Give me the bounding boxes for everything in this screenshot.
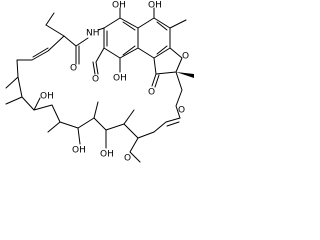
label-oh-top-left: OH [112, 1, 126, 11]
label-oh-chain-mid: OH [100, 150, 114, 160]
label-oh-ring-bottom: OH [113, 74, 127, 84]
bond-ring-b [137, 17, 171, 59]
bond-chain-ch3-1 [5, 96, 23, 105]
bond-ring-ch3 [169, 19, 187, 29]
bond-methoxy [129, 137, 141, 163]
rifamycin-structure: NH OH OH O O OH O O OH O OH OH O [5, 1, 194, 164]
bond-ring-b-inner [156, 21, 168, 55]
label-nh: NH [86, 29, 100, 39]
bond-ring-a [103, 17, 139, 59]
bond-chain-double [32, 47, 49, 58]
atom-labels: NH OH OH O O OH O O OH O OH OH O [40, 1, 189, 164]
bond-chain-end-double [166, 121, 180, 127]
bond-chain-ch3-left [45, 12, 55, 26]
label-amide-o: O [70, 64, 77, 74]
bond-chain-ch3-2 [47, 121, 61, 133]
label-aldehyde-o: O [92, 75, 99, 85]
bonds [5, 7, 187, 163]
label-oh-chain-top: OH [40, 92, 54, 102]
bond-chain-top [5, 24, 65, 89]
bond-chain-to-amide [63, 35, 77, 47]
bond-ester-link [175, 71, 183, 119]
bond-aldehyde [92, 47, 105, 75]
bond-amide-carbonyl [75, 45, 80, 65]
bond-ring-a-inner [106, 21, 136, 56]
label-furan-o: O [182, 52, 189, 62]
bond-chain-ch3-3 [93, 101, 99, 119]
label-oh-top-right: OH [148, 1, 162, 11]
label-ketone-o: O [148, 88, 155, 98]
bond-chain-ch3-4 [123, 109, 135, 125]
label-oh-chain-left: OH [72, 146, 86, 156]
bond-furanone [153, 47, 183, 75]
bond-amide-n [75, 37, 89, 47]
bond-chain-down [17, 76, 125, 131]
stereo-wedge-methyl [176, 72, 194, 78]
bond-chain-end [123, 117, 181, 139]
bond-ketone [151, 73, 160, 88]
bond-chain-oh-mid [77, 127, 81, 145]
label-methoxy-o: O [124, 154, 131, 164]
bond-nh-ring [97, 27, 105, 31]
label-ester-o: O [178, 106, 185, 116]
bond-chain-oh-left [33, 97, 41, 111]
